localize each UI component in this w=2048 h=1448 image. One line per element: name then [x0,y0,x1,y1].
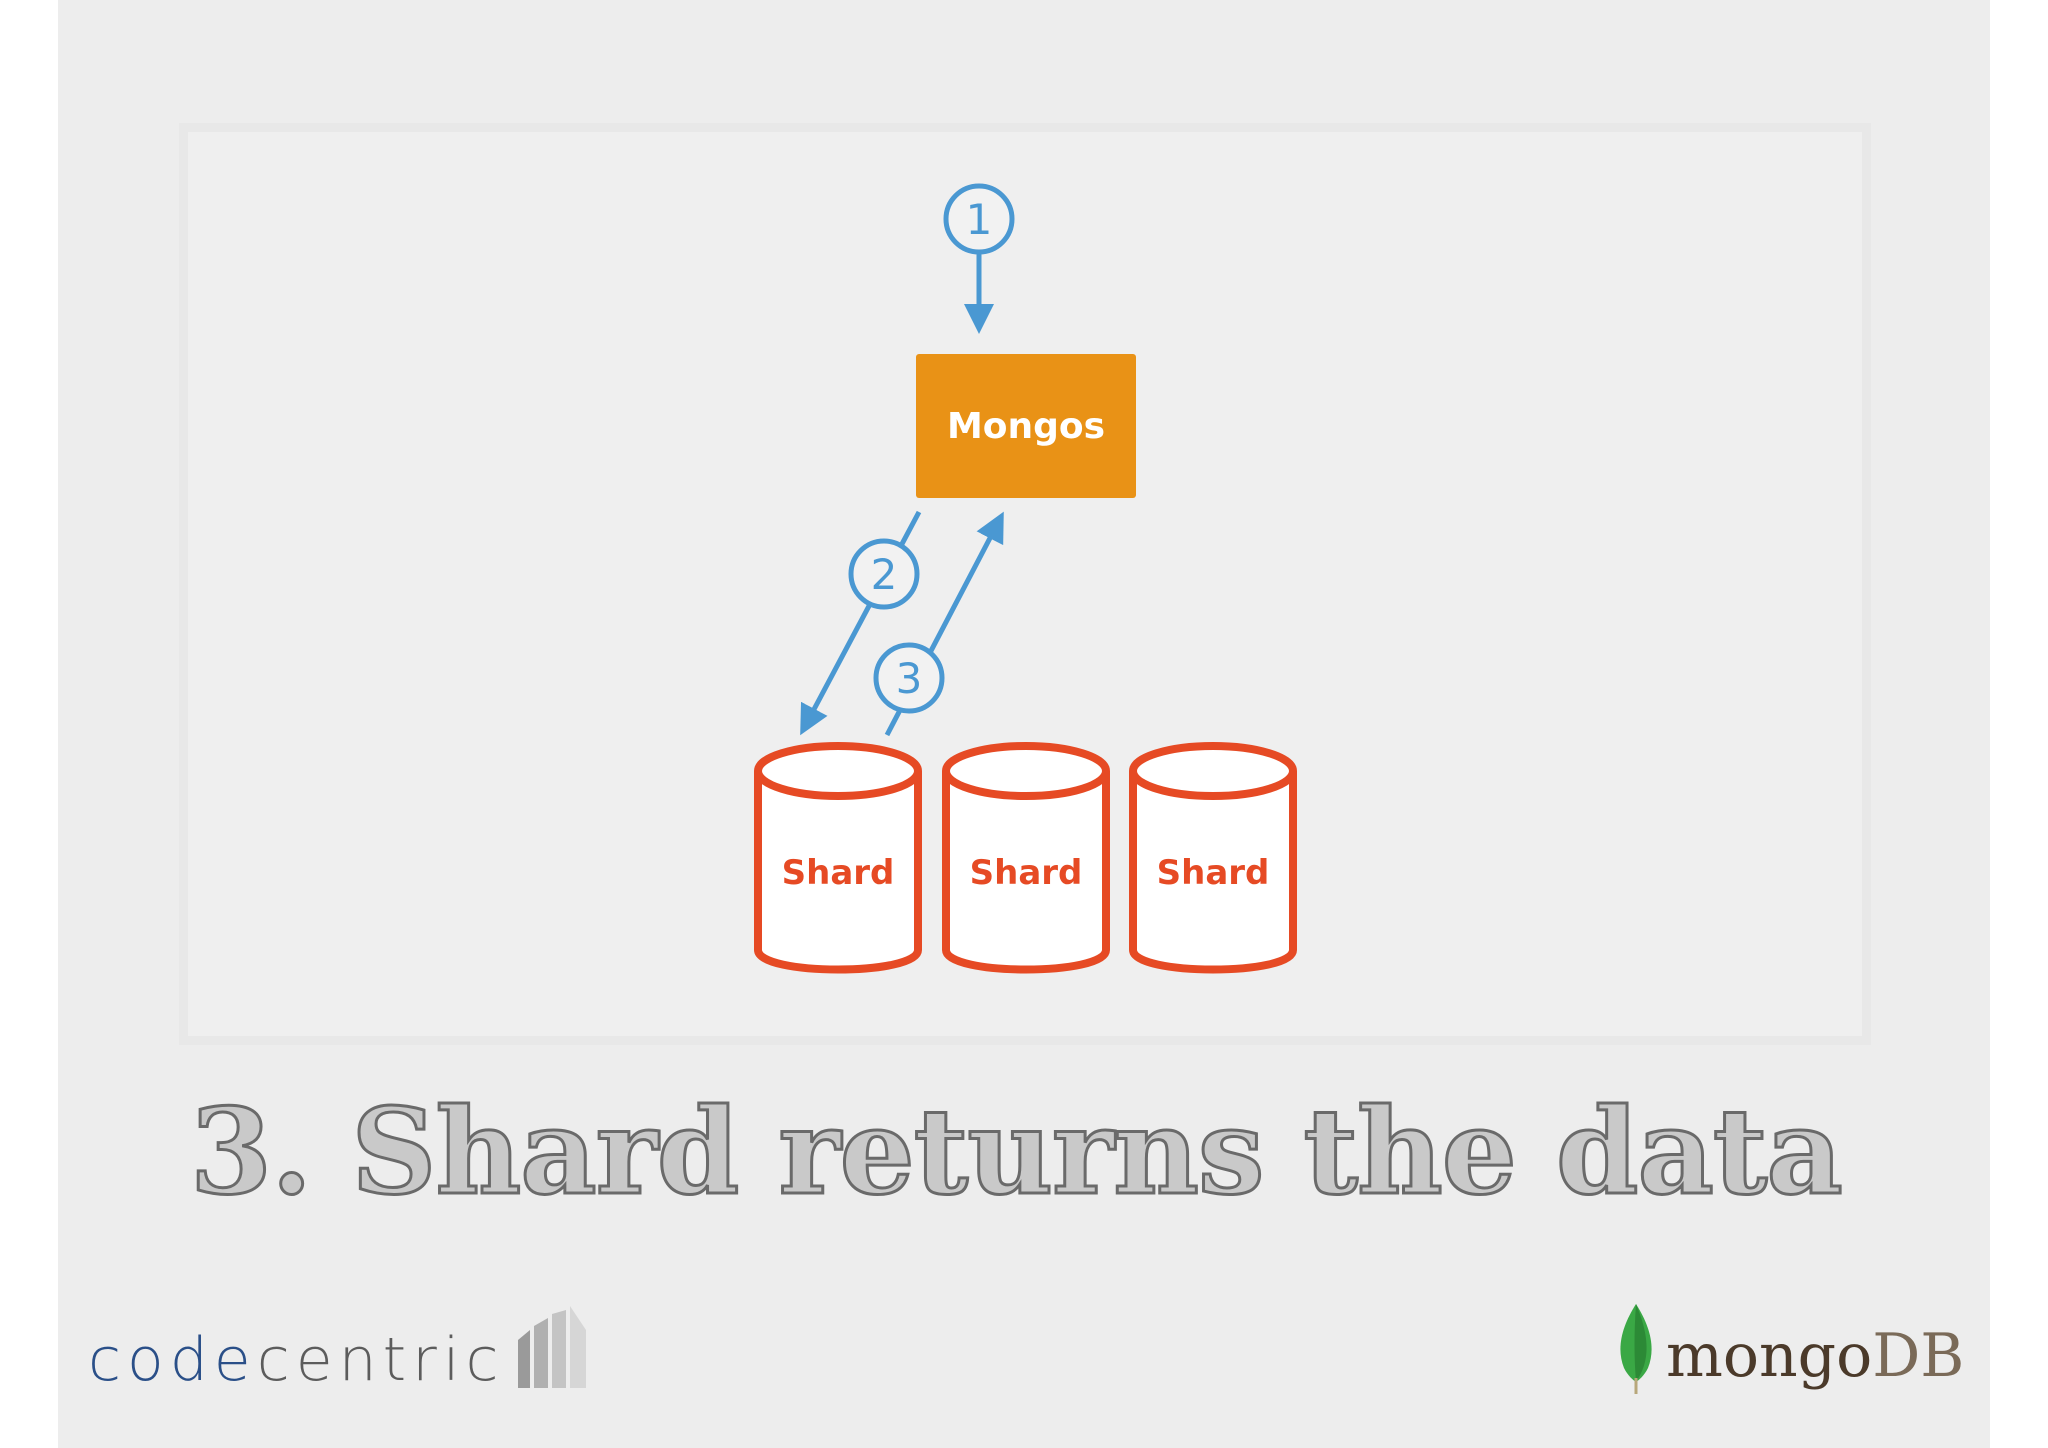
codecentric-wordmark-part1: code [88,1325,257,1395]
shard-2-label: Shard [970,853,1083,893]
step-1-number: 1 [966,195,993,244]
step-3-number: 3 [896,654,923,703]
shard-cylinder-3: Shard [1129,742,1297,974]
codecentric-wordmark: codecentric [88,1330,504,1390]
mongodb-logo: mongoDB [1612,1302,1964,1394]
mongodb-wordmark-part1: mongo [1666,1321,1873,1391]
shard-cylinder-2: Shard [942,742,1110,974]
codecentric-wordmark-part2: centric [256,1325,505,1395]
step-3-badge: 3 [873,642,945,714]
shard-1-label: Shard [782,853,895,893]
shard-3-label: Shard [1157,853,1270,893]
mongos-label: Mongos [947,406,1105,447]
mongos-box: Mongos [916,354,1136,498]
slide-title: 3. Shard returns the data [189,1081,1845,1223]
mongodb-leaf-icon [1620,1304,1652,1394]
shard-cylinder-1: Shard [754,742,922,974]
codecentric-logo: codecentric [88,1300,588,1390]
slide [58,0,1990,1448]
step-1-badge: 1 [943,183,1015,255]
step-2-number: 2 [871,550,898,599]
mongodb-wordmark-part2: DB [1872,1321,1965,1391]
step-2-badge: 2 [848,538,920,610]
codecentric-mark-icon [518,1306,587,1388]
mongodb-wordmark: mongoDB [1666,1326,1964,1386]
